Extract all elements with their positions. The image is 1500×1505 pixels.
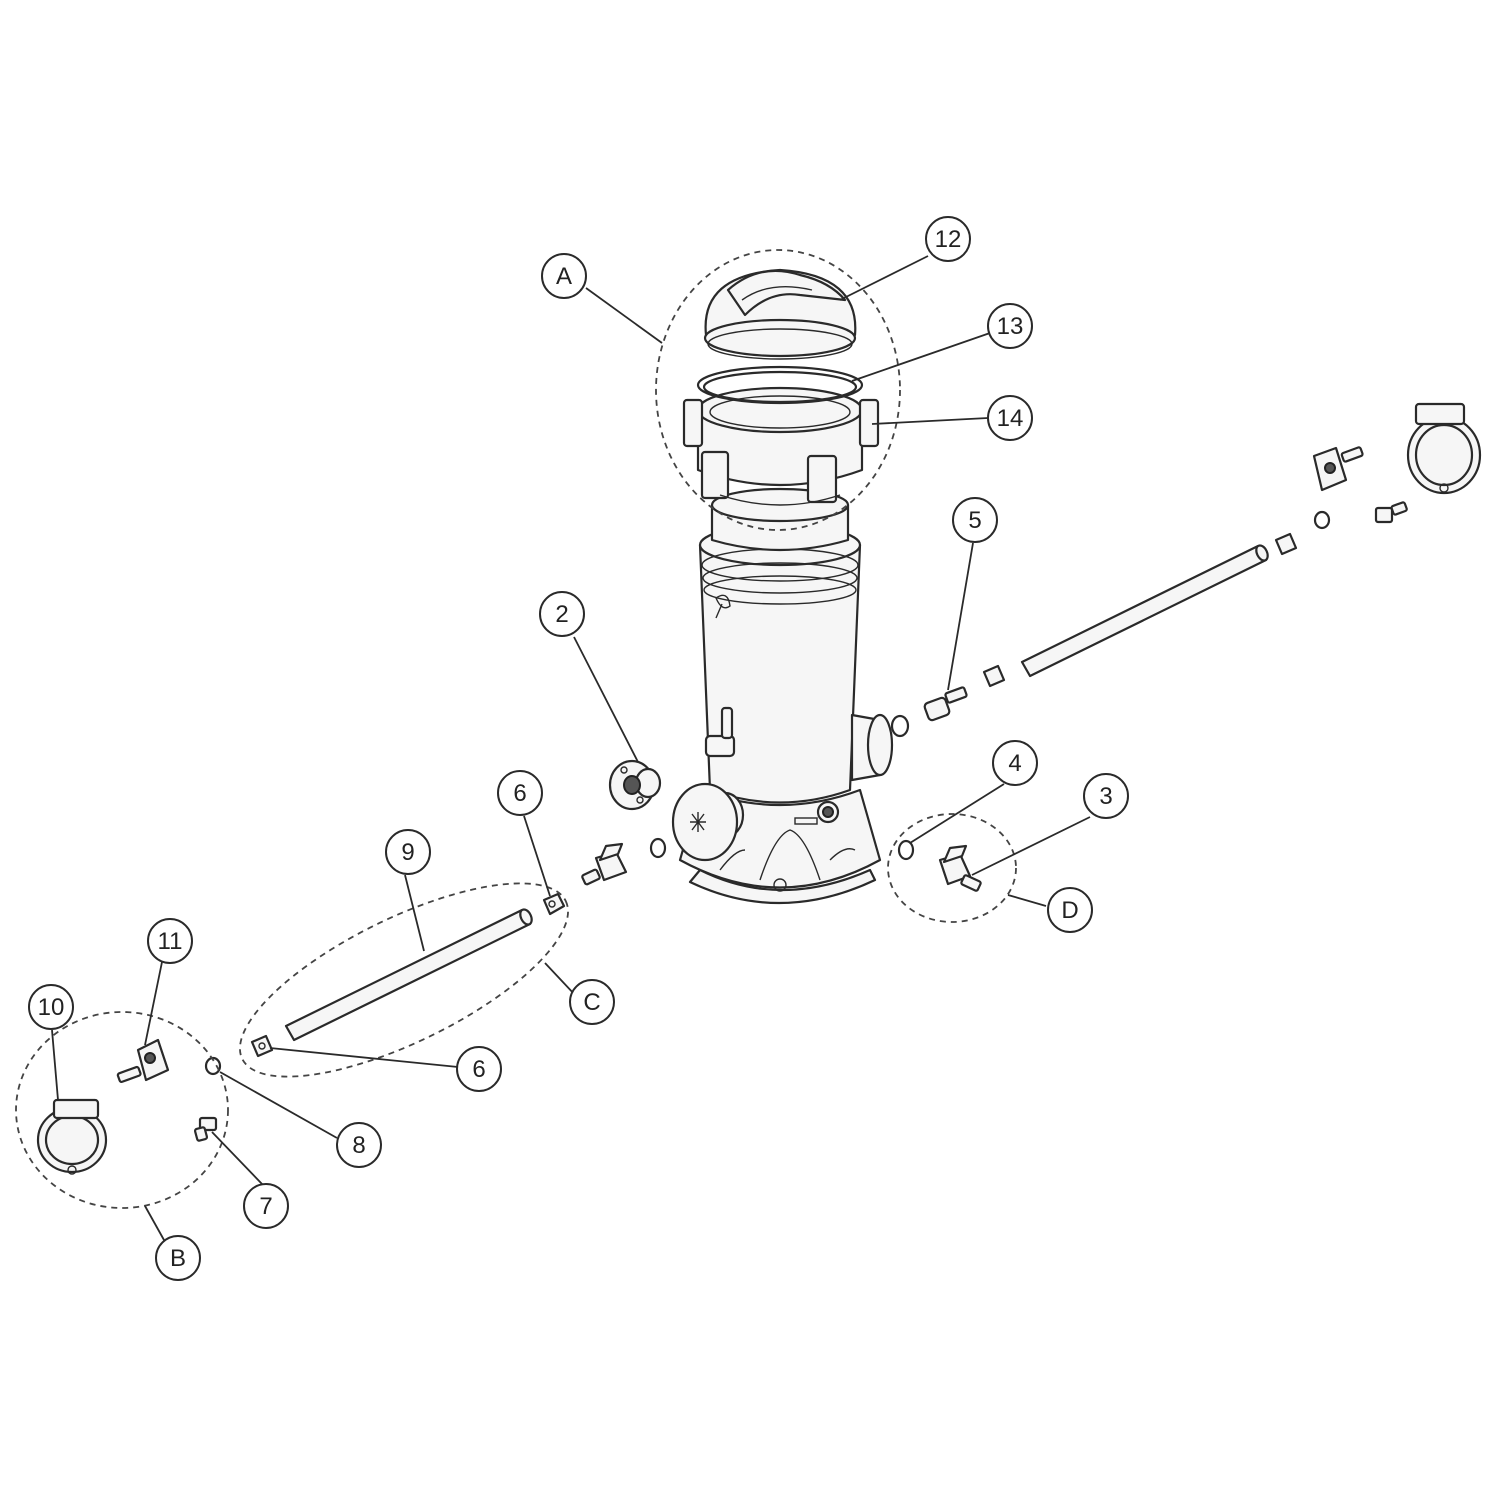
fitting-elbow-upper [542, 892, 566, 916]
leader-lines [51, 255, 1091, 1241]
svg-text:10: 10 [38, 994, 65, 1021]
screw-right-part [1374, 501, 1408, 524]
callout-13: 13 [987, 303, 1033, 349]
callout-10: 10 [28, 984, 74, 1030]
washer-right-2-part [1313, 510, 1331, 530]
o-ring-part [696, 365, 864, 405]
callout-7: 7 [243, 1183, 289, 1229]
svg-text:D: D [1061, 897, 1078, 924]
lock-ring-part [682, 386, 880, 506]
svg-text:4: 4 [1008, 750, 1021, 777]
filter-housing [671, 487, 894, 905]
tube-left-part [284, 908, 533, 1042]
cap-assembly [682, 268, 880, 506]
callout-C: C [569, 979, 615, 1025]
callout-4: 4 [992, 740, 1038, 786]
washer-8-part [204, 1056, 222, 1076]
svg-text:14: 14 [997, 405, 1024, 432]
callout-14: 14 [987, 395, 1033, 441]
svg-text:11: 11 [158, 928, 183, 955]
svg-text:12: 12 [935, 226, 962, 253]
group-ring-a [655, 249, 901, 531]
hose-clamp-left-part [36, 1098, 108, 1175]
svg-text:6: 6 [472, 1056, 485, 1083]
callout-B: B [155, 1235, 201, 1281]
bracket-right-part [1312, 446, 1364, 492]
washer-4-part [897, 839, 915, 861]
svg-text:13: 13 [997, 313, 1024, 340]
svg-text:8: 8 [352, 1132, 365, 1159]
fitting-elbow-right-2 [1274, 532, 1298, 556]
fitting-5-part [923, 686, 968, 722]
group-ring-b [15, 1011, 229, 1209]
group-ring-d [887, 813, 1017, 923]
svg-text:7: 7 [259, 1193, 272, 1220]
svg-text:A: A [556, 263, 572, 290]
svg-text:5: 5 [968, 507, 981, 534]
group-ring-c [239, 882, 569, 1078]
callout-6-lower: 6 [456, 1046, 502, 1092]
hose-clamp-right-part [1406, 402, 1482, 495]
adapter-flange-part [608, 759, 662, 811]
callout-12: 12 [925, 216, 971, 262]
screw-7-part [193, 1116, 218, 1142]
bracket-11-part [116, 1038, 170, 1083]
callout-6-upper: 6 [497, 770, 543, 816]
valve-3-part [938, 844, 982, 892]
washer-left-part [649, 837, 667, 859]
callout-5: 5 [952, 497, 998, 543]
svg-text:3: 3 [1099, 783, 1112, 810]
svg-text:6: 6 [513, 780, 526, 807]
washer-right-part [890, 714, 910, 738]
callout-9: 9 [385, 829, 431, 875]
callout-3: 3 [1083, 773, 1129, 819]
filter-cap-part [703, 268, 857, 360]
svg-text:C: C [583, 989, 600, 1016]
svg-text:9: 9 [401, 839, 414, 866]
callout-11: 11 [147, 918, 193, 964]
callout-A: A [541, 253, 587, 299]
svg-text:B: B [170, 1245, 186, 1272]
callout-D: D [1047, 887, 1093, 933]
fitting-elbow-lower [250, 1034, 274, 1058]
fitting-elbow-right-1 [982, 664, 1006, 688]
callout-2: 2 [539, 591, 585, 637]
tube-right-part [1020, 544, 1269, 678]
callout-8: 8 [336, 1122, 382, 1168]
svg-text:2: 2 [555, 601, 568, 628]
valve-left-part [581, 842, 628, 886]
